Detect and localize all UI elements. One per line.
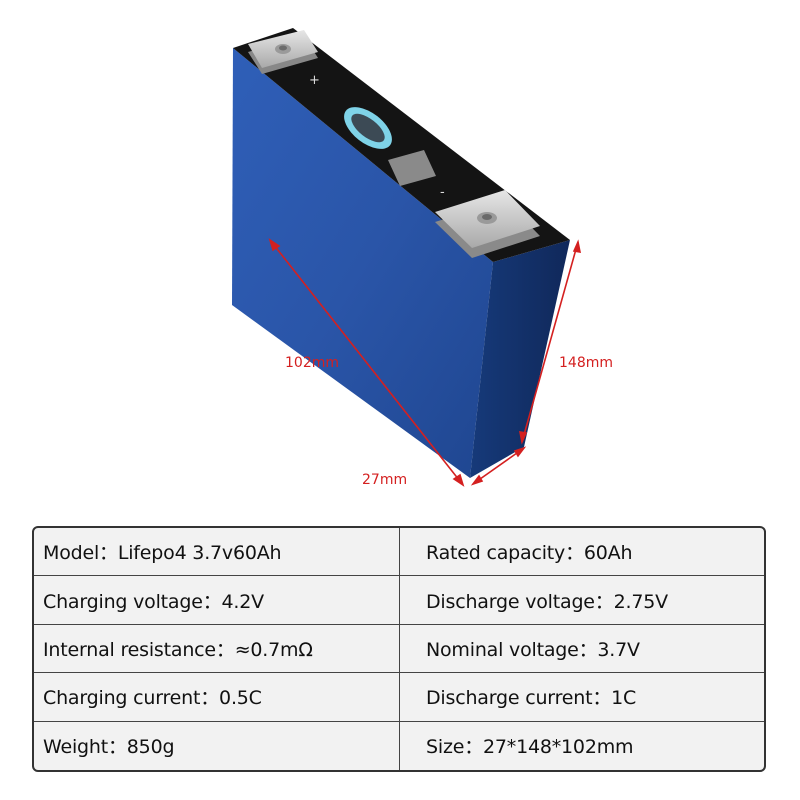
- length-label: 102mm: [285, 355, 339, 371]
- length-dimension-line: [269, 239, 464, 486]
- thickness-arrowhead-left: [470, 474, 484, 486]
- battery-front-face: [232, 48, 493, 478]
- spec-charging-voltage: Charging voltage：4.2V: [34, 576, 400, 625]
- spec-internal-resistance: Internal resistance：≈0.7mΩ: [34, 624, 400, 674]
- spec-nominal-voltage: Nominal voltage：3.7V: [400, 625, 764, 674]
- spec-discharge-voltage: Discharge voltage：2.75V: [400, 576, 764, 625]
- safety-vent: [344, 107, 392, 149]
- spec-weight: Weight：850g: [34, 721, 400, 770]
- positive-terminal: [248, 30, 318, 74]
- positive-mark: +: [309, 73, 320, 88]
- spec-charging-current: Charging current：0.5C: [34, 673, 400, 722]
- specifications-table: Model：Lifepo4 3.7v60Ah Rated capacity：60…: [32, 526, 766, 772]
- thickness-dimension-line: [472, 447, 525, 485]
- height-dimension-line: [521, 241, 579, 443]
- battery-cell-illustration: + -: [232, 28, 582, 487]
- spec-size: Size：27*148*102mm: [426, 736, 634, 759]
- height-arrowhead-top: [572, 239, 582, 253]
- length-arrowhead-bottom: [452, 473, 465, 487]
- length-arrowhead-top: [268, 238, 281, 252]
- spec-discharge-current: Discharge current：1C: [400, 673, 764, 722]
- spec-model: Model：Lifepo4 3.7v60Ah: [34, 528, 400, 577]
- battery-product-image: + - 102mm 148mm 27mm: [232, 28, 613, 488]
- negative-terminal: [435, 190, 540, 258]
- height-label: 148mm: [559, 355, 613, 371]
- negative-mark: -: [440, 185, 445, 200]
- thickness-arrowhead-right: [513, 446, 527, 458]
- height-arrowhead-bottom: [518, 431, 528, 445]
- thickness-label: 27mm: [362, 472, 408, 488]
- spec-rated-capacity: Rated capacity：60Ah: [400, 528, 764, 577]
- battery-side-face: [470, 240, 570, 478]
- center-pad: [388, 150, 436, 186]
